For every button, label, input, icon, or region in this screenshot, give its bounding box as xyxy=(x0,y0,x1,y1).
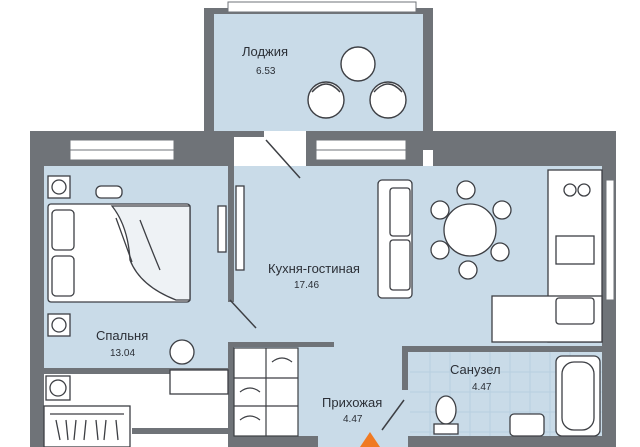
living-furniture xyxy=(235,169,603,343)
room-name-loggia: Лоджия xyxy=(242,44,289,59)
partition-bedroom-closet xyxy=(132,428,232,434)
partition-hall-bottom xyxy=(228,436,318,447)
armchair-icon xyxy=(369,81,407,119)
outer-wall-left xyxy=(30,131,44,447)
room-area-living: 17.46 xyxy=(294,280,320,291)
room-area-hall: 4.47 xyxy=(343,414,363,425)
loggia-wall-left xyxy=(204,8,214,131)
bed-icon xyxy=(47,203,191,303)
partition-hall-left xyxy=(228,342,234,447)
sink-icon xyxy=(509,413,545,437)
chair xyxy=(169,339,195,365)
hall-furniture xyxy=(233,347,299,437)
room-area-bathroom: 4.47 xyxy=(472,382,492,393)
partition-bath-bottom xyxy=(408,436,602,447)
kitchen-counter xyxy=(491,169,603,343)
bathroom-fixtures xyxy=(433,355,601,437)
tv-icon xyxy=(217,205,227,253)
room-name-living: Кухня-гостиная xyxy=(268,261,360,276)
room-name-bathroom: Санузел xyxy=(450,362,501,377)
bedroom-door xyxy=(229,299,257,329)
loggia-wall-right xyxy=(423,8,433,150)
window-right xyxy=(605,179,615,301)
loggia-furniture xyxy=(307,46,407,119)
bathtub-icon xyxy=(555,355,601,437)
sink-icon xyxy=(555,297,595,325)
toilet-icon xyxy=(433,395,459,435)
entrance-arrow-icon xyxy=(360,432,380,447)
room-area-bedroom: 13.04 xyxy=(110,348,136,359)
loggia-door xyxy=(265,139,301,179)
doors xyxy=(229,139,405,431)
outer-wall-top-mid xyxy=(234,131,264,137)
air-conditioner-icon xyxy=(51,179,67,195)
partition-bedroom-living xyxy=(228,166,234,302)
bedroom-furniture xyxy=(43,175,229,447)
windows xyxy=(69,1,615,301)
window-loggia-top xyxy=(227,1,417,13)
loggia-table xyxy=(340,46,376,82)
armchair-icon xyxy=(307,81,345,119)
stove-icon xyxy=(563,183,577,197)
sofa-icon xyxy=(377,179,413,299)
outer-wall-right-top xyxy=(433,131,613,166)
slippers xyxy=(95,185,123,199)
tv-icon xyxy=(235,185,245,271)
bath-door xyxy=(381,399,405,431)
partition-hall-top xyxy=(228,342,334,347)
wardrobe-icon xyxy=(43,405,131,447)
partition-bath-left xyxy=(402,346,408,390)
dining-table-icon xyxy=(430,180,512,280)
partition-bedroom-bottom xyxy=(44,368,232,374)
room-name-hall: Прихожая xyxy=(322,395,383,410)
partition-bath-top xyxy=(402,346,616,352)
desk xyxy=(169,369,229,395)
room-area-loggia: 6.53 xyxy=(256,66,276,77)
room-name-bedroom: Спальня xyxy=(96,328,149,343)
